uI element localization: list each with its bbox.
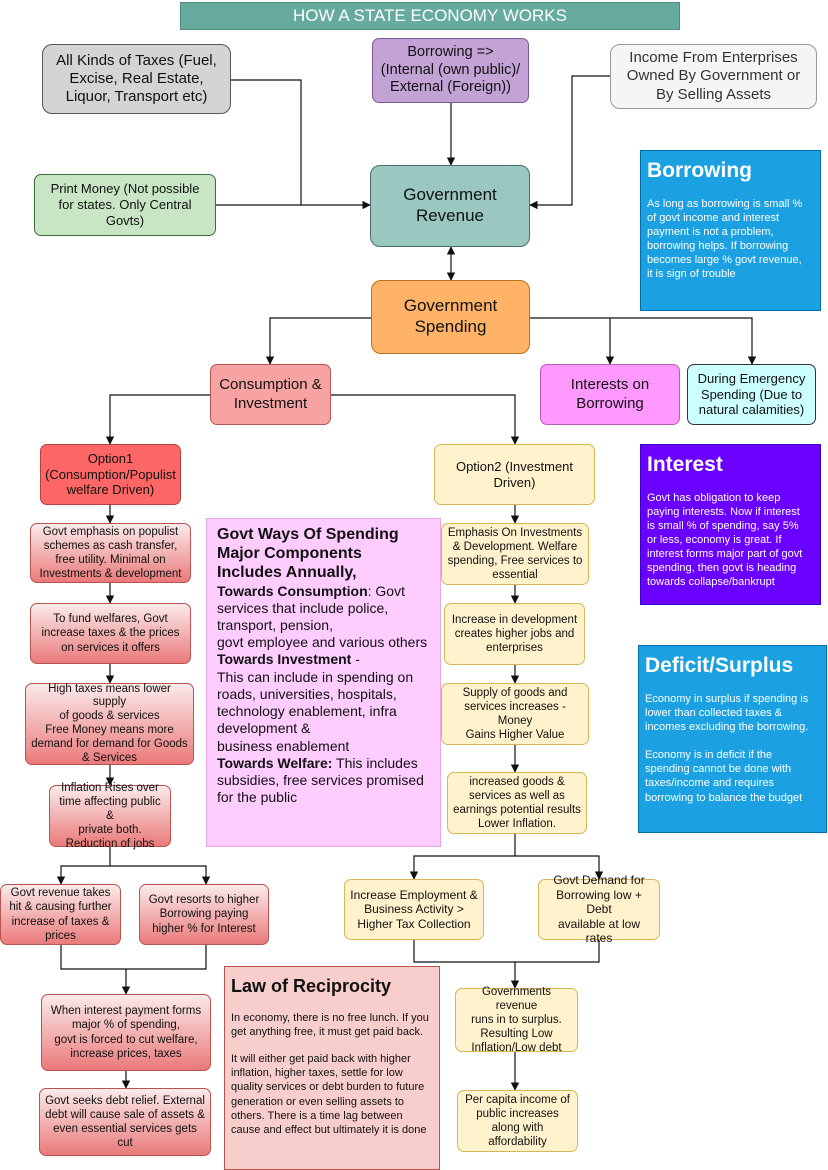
option2-surplus: Governments revenue runs in to surplus. … <box>455 986 578 1054</box>
consumption-investment-node: Consumption & Investment <box>210 364 331 425</box>
towards-welfare-text: This includes subsidies, free services p… <box>217 754 424 806</box>
borrowing-info-text: As long as borrowing is small % of govt … <box>647 198 803 281</box>
borrowing-info-heading: Borrowing <box>647 159 752 182</box>
deficit-surplus-info-box: Deficit/Surplus Economy in surplus if sp… <box>638 645 827 833</box>
law-of-reciprocity-heading: Law of Reciprocity <box>231 976 392 996</box>
emergency-spending-node: During Emergency Spending (Due to natura… <box>687 364 816 425</box>
print-money-node: Print Money (Not possible for states. On… <box>34 174 216 236</box>
interest-info-text: Govt has obligation to keep paying inter… <box>647 492 803 589</box>
towards-investment-text: - This can include in spending on roads,… <box>217 651 414 754</box>
option1-node: Option1 (Consumption/Populist welfare Dr… <box>40 444 181 505</box>
interests-on-borrowing-node: Interests on Borrowing <box>540 364 680 425</box>
towards-consumption-text: : Govt services that include police, tra… <box>217 582 428 651</box>
spending-components-box: Govt Ways Of Spending Major Components I… <box>206 518 441 847</box>
option2-per-capita: Per capita income of public increases al… <box>457 1090 578 1152</box>
diagram-title: HOW A STATE ECONOMY WORKS <box>180 2 680 30</box>
deficit-surplus-info-text: Economy in surplus if spending is lower … <box>645 693 809 804</box>
spending-components-body: Towards Consumption: Govt services that … <box>217 583 430 807</box>
taxes-node: All Kinds of Taxes (Fuel, Excise, Real E… <box>42 44 231 114</box>
law-of-reciprocity-p1: In economy, there is no free lunch. If y… <box>231 1012 429 1039</box>
option2-step-2: Increase in development creates higher j… <box>444 603 585 665</box>
option1-higher-borrowing: Govt resorts to higher Borrowing paying … <box>139 884 269 945</box>
option1-debt-relief: Govt seeks debt relief. External debt wi… <box>39 1088 211 1156</box>
interest-info-heading: Interest <box>647 453 723 476</box>
option2-low-borrowing: Govt Demand for Borrowing low + Debt ava… <box>538 873 660 945</box>
interest-info-box: Interest Govt has obligation to keep pay… <box>640 444 821 605</box>
government-revenue-node: Government Revenue <box>370 165 530 247</box>
option1-step-4: Inflation Rises over time affecting publ… <box>49 782 171 850</box>
law-of-reciprocity-box: Law of Reciprocity In economy, there is … <box>224 966 440 1170</box>
option1-interest-burden: When interest payment forms major % of s… <box>41 994 211 1071</box>
option1-step-1: Govt emphasis on populist schemes as cas… <box>30 523 191 583</box>
borrowing-info-box: Borrowing As long as borrowing is small … <box>640 150 821 311</box>
option2-step-1: Emphasis On Investments & Development. W… <box>441 523 589 585</box>
enterprises-node: Income From Enterprises Owned By Governm… <box>610 44 817 109</box>
government-spending-node: Government Spending <box>371 280 530 354</box>
towards-investment-label: Towards Investment <box>217 651 352 668</box>
towards-welfare-label: Towards Welfare: <box>217 754 333 771</box>
towards-consumption-label: Towards Consumption <box>217 582 368 599</box>
option1-step-2: To fund welfares, Govt increase taxes & … <box>30 603 191 664</box>
option1-step-3: High taxes means lower supply of goods &… <box>25 683 194 765</box>
spending-components-heading: Govt Ways Of Spending Major Components I… <box>217 526 399 582</box>
option2-employment: Increase Employment & Business Activity … <box>344 879 484 940</box>
option2-step-4: increased goods & services as well as ea… <box>447 772 587 834</box>
option2-step-3: Supply of goods and services increases -… <box>441 683 589 745</box>
option1-revenue-hit: Govt revenue takes hit & causing further… <box>0 884 121 945</box>
borrowing-node: Borrowing => (Internal (own public)/ Ext… <box>372 38 529 103</box>
option2-node: Option2 (Investment Driven) <box>434 444 595 505</box>
law-of-reciprocity-p2: It will either get paid back with higher… <box>231 1052 427 1137</box>
deficit-surplus-info-heading: Deficit/Surplus <box>645 654 794 677</box>
